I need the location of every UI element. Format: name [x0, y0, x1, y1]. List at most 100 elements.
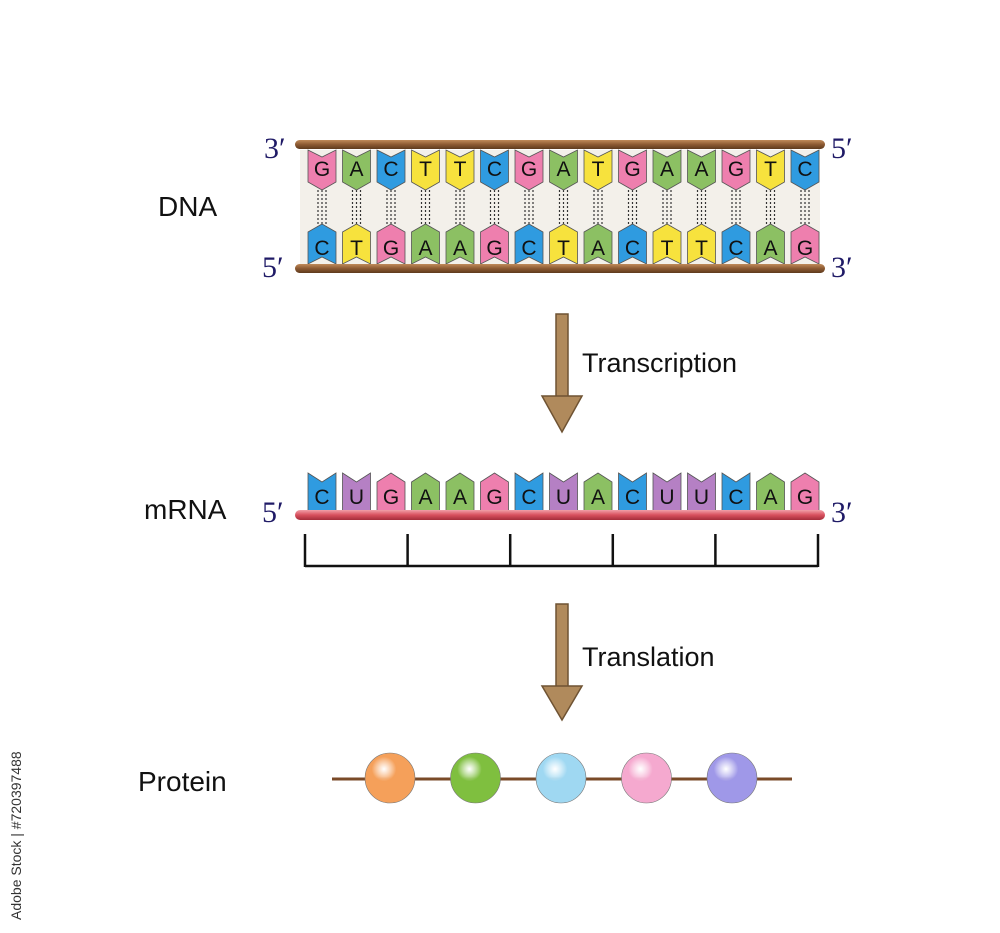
- mrna-label: mRNA: [144, 494, 227, 525]
- dna-top-base-letter: T: [592, 158, 605, 181]
- mrna-nucleotide: [411, 472, 440, 512]
- dna-top-right-end: 5′: [831, 132, 853, 165]
- mrna-nucleotide: [756, 472, 785, 512]
- mrna-base-letter: G: [486, 486, 502, 509]
- protein-label: Protein: [138, 766, 227, 797]
- dna-top-nucleotide: [583, 149, 613, 191]
- mrna-base-letter: C: [521, 486, 536, 509]
- translation-arrow: [540, 603, 584, 722]
- dna-bottom-base-letter: T: [695, 237, 708, 260]
- dna-top-nucleotide: [376, 149, 406, 191]
- mrna-nucleotide: [480, 472, 509, 512]
- dna-bottom-base-letter: G: [486, 237, 502, 260]
- dna-top-base-letter: T: [764, 158, 777, 181]
- mrna-base-letter: G: [383, 486, 399, 509]
- codon-brackets: [303, 534, 820, 568]
- dna-top-base-letter: G: [728, 158, 744, 181]
- mrna-nucleotide: [307, 472, 337, 512]
- dna-top-base-letter: G: [624, 158, 640, 181]
- amino-acid-chain: [364, 752, 758, 804]
- dna-top-nucleotide: [687, 149, 716, 191]
- dna-top-base-letter: A: [349, 158, 363, 181]
- dna-bottom-base-letter: C: [625, 237, 640, 260]
- dna-bottom-base-letter: G: [383, 237, 399, 260]
- dna-top-base-letter: T: [419, 158, 432, 181]
- transcription-arrow: [540, 313, 584, 434]
- dna-top-nucleotide: [549, 149, 578, 191]
- dna-top-base-letter: A: [660, 158, 674, 181]
- mrna-nucleotide: [790, 472, 820, 512]
- dna-bottom-base-letter: T: [661, 237, 674, 260]
- dna-top-nucleotide: [618, 149, 647, 191]
- dna-bottom-base-letter: C: [314, 237, 329, 260]
- amino-acid-bead: [621, 752, 672, 804]
- dna-top-nucleotide: [721, 149, 751, 191]
- dna-bottom-base-letter: C: [521, 237, 536, 260]
- dna-bottom-base-letter: T: [350, 237, 363, 260]
- mrna-nucleotide: [514, 472, 544, 512]
- mrna-base-letter: C: [314, 486, 329, 509]
- dna-bottom-base-letter: A: [763, 237, 777, 260]
- mrna-base-letter: U: [659, 486, 674, 509]
- dna-top-nucleotide: [756, 149, 785, 191]
- dna-top-base-letter: C: [487, 158, 502, 181]
- mrna-nucleotide: [376, 472, 406, 512]
- amino-acid-bead: [364, 752, 416, 804]
- mrna-nucleotide: [445, 472, 475, 512]
- amino-acid-bead: [535, 752, 587, 804]
- dna-top-base-letter: C: [383, 158, 398, 181]
- mrna-nucleotide: [687, 472, 716, 512]
- side-watermark: Adobe Stock | #720397488: [8, 751, 24, 920]
- dna-top-base-letter: G: [521, 158, 537, 181]
- mrna-nucleotide: [652, 472, 682, 512]
- mrna-right-end: 3′: [831, 496, 853, 529]
- dna-bottom-base-letter: A: [591, 237, 605, 260]
- dna-top-base-letter: T: [454, 158, 467, 181]
- amino-acid-bead: [706, 752, 758, 804]
- mrna-base-letter: U: [694, 486, 709, 509]
- dna-bottom-left-end: 5′: [262, 251, 284, 284]
- dna-top-nucleotide: [480, 149, 509, 191]
- dna-top-nucleotide: [445, 149, 475, 191]
- dna-bottom-base-letter: G: [797, 237, 813, 260]
- dna-top-backbone: [295, 140, 825, 149]
- mrna-base-letter: A: [418, 486, 432, 509]
- dna-top-nucleotide: [514, 149, 544, 191]
- dna-top-base-letter: A: [556, 158, 570, 181]
- dna-top-nucleotide: [307, 149, 337, 191]
- dna-top-base-letter: C: [797, 158, 812, 181]
- mrna-base-letter: A: [763, 486, 777, 509]
- mrna-base-letter: C: [625, 486, 640, 509]
- mrna-base-letter: U: [349, 486, 364, 509]
- dna-bottom-base-letter: A: [418, 237, 432, 260]
- mrna-nucleotide: [549, 472, 578, 512]
- translation-label: Translation: [582, 642, 715, 672]
- mrna-base-letter: A: [591, 486, 605, 509]
- dna-top-base-letter: G: [314, 158, 330, 181]
- dna-bottom-right-end: 3′: [831, 251, 853, 284]
- dna-bottom-backbone: [295, 264, 825, 273]
- dna-bottom-base-letter: A: [453, 237, 467, 260]
- mrna-base-letter: G: [797, 486, 813, 509]
- dna-top-nucleotide: [652, 149, 682, 191]
- mrna-base-letter: C: [728, 486, 743, 509]
- mrna-base-letter: U: [556, 486, 571, 509]
- mrna-left-end: 5′: [262, 496, 284, 529]
- amino-acid-bead: [450, 752, 501, 804]
- mrna-backbone: [295, 510, 825, 520]
- dna-bottom-base-letter: C: [728, 237, 743, 260]
- mrna-nucleotide: [721, 472, 751, 512]
- dna-bottom-base-letter: T: [557, 237, 570, 260]
- dna-label: DNA: [158, 191, 217, 222]
- dna-top-left-end: 3′: [264, 132, 286, 165]
- mrna-nucleotide: [583, 472, 613, 512]
- dna-top-nucleotide: [411, 149, 440, 191]
- mrna-nucleotide: [342, 472, 371, 512]
- transcription-label: Transcription: [582, 348, 737, 378]
- dna-top-nucleotide: [342, 149, 371, 191]
- mrna-base-letter: A: [453, 486, 467, 509]
